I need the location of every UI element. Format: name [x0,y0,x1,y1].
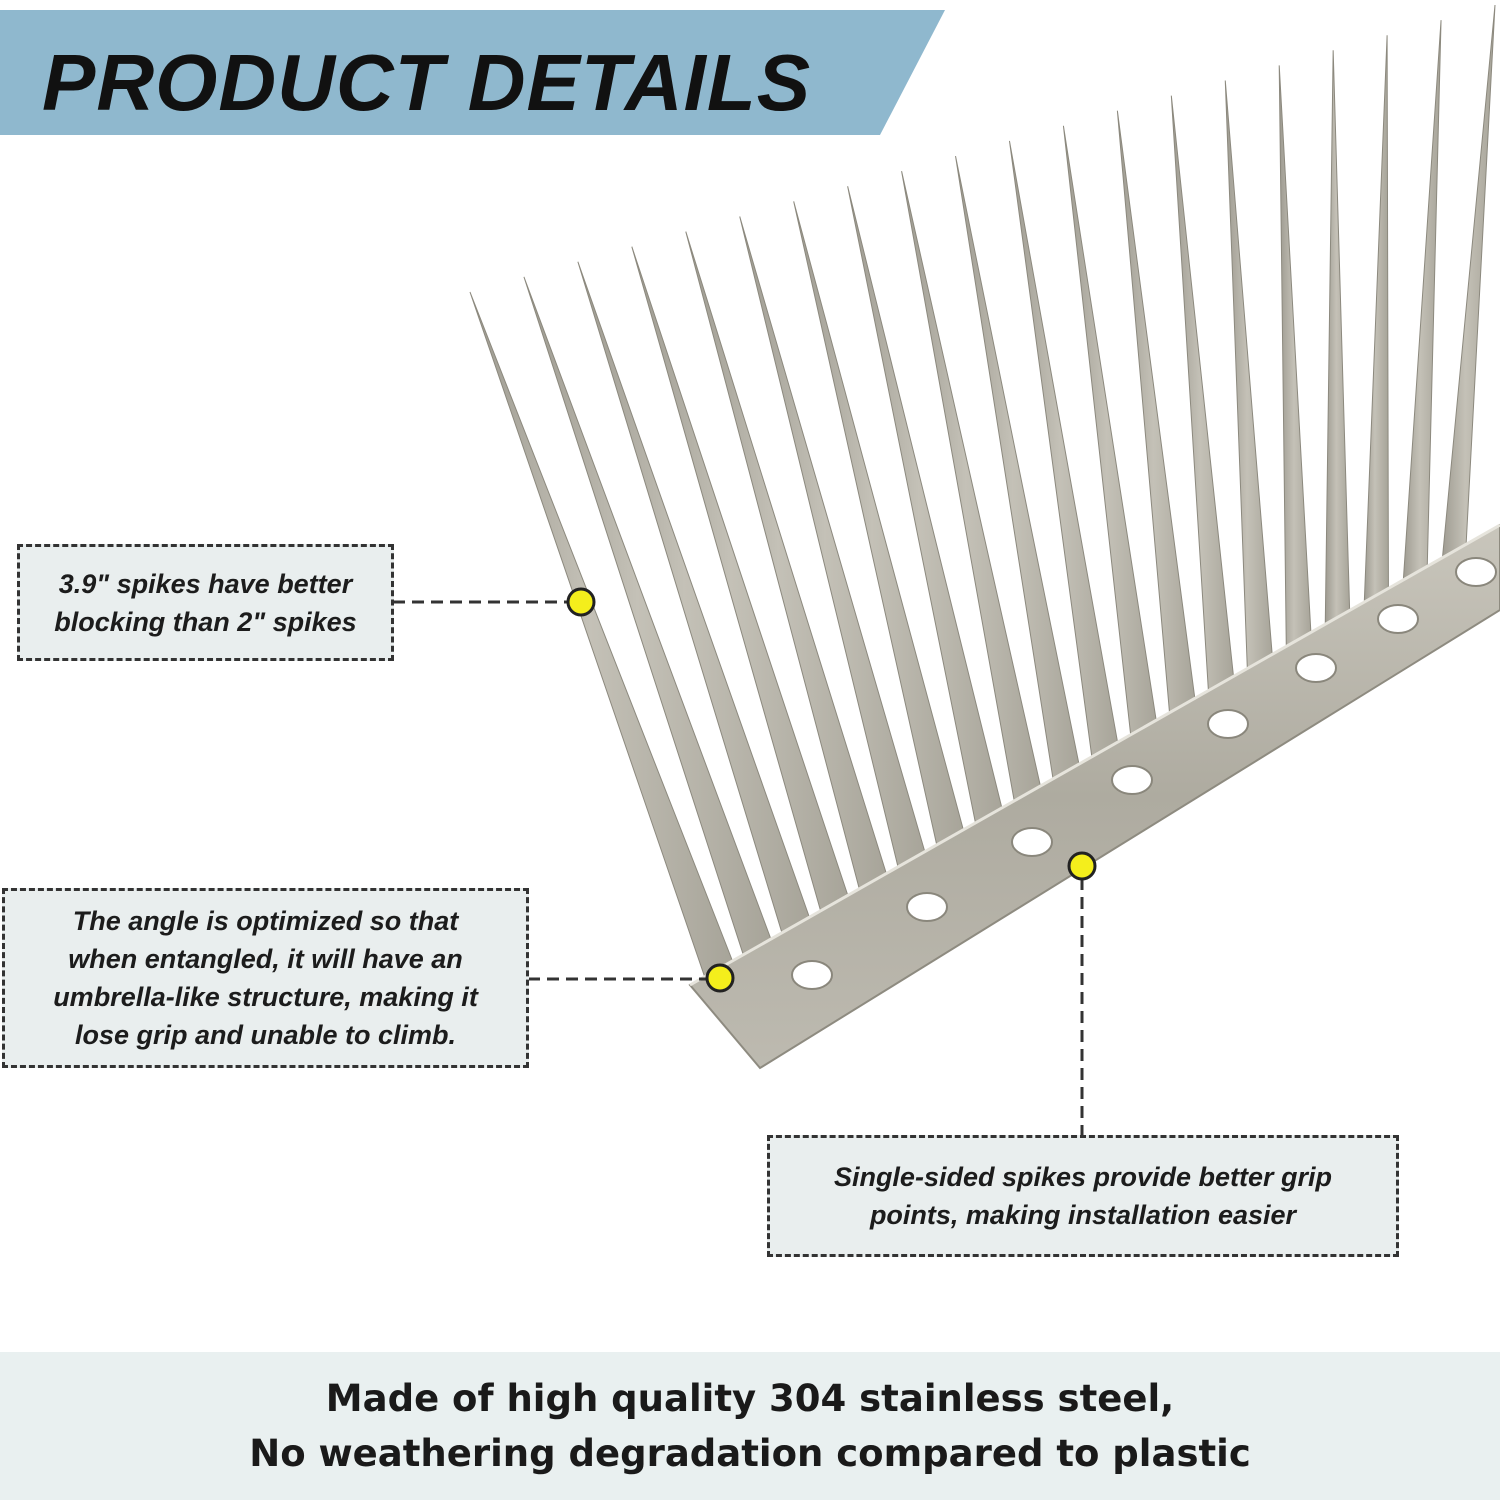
spike [1440,4,1496,574]
mounting-hole [1455,557,1497,587]
callout-line: umbrella-like structure, making it [53,982,478,1012]
mounting-hole [791,960,833,990]
mounting-hole [1207,709,1249,739]
mounting-hole [1011,827,1053,857]
callout-line: Single-sided spikes provide better grip [833,1162,1333,1192]
footer-line: No weathering degradation compared to pl… [249,1432,1251,1475]
callout-line: 3.9" spikes have better [58,568,353,599]
header-banner-shape [0,10,945,135]
callout-line: points, making installation easier [869,1200,1297,1230]
spike [1224,80,1275,682]
callout-angle: The angle is optimized so that when enta… [2,888,529,1068]
callout-line: blocking than 2" spikes [54,606,357,637]
callout-line: lose grip and unable to climb. [74,1020,457,1050]
mounting-hole [1295,653,1337,683]
mounting-hole [1111,765,1153,795]
footer-band: Made of high quality 304 stainless steel… [0,1352,1500,1500]
callout-spike-length: 3.9" spikes have better blocking than 2"… [17,544,394,661]
header-banner: PRODUCT DETAILS [0,10,945,135]
mounting-hole-group [791,557,1497,990]
spike [1363,35,1389,617]
spike [1278,65,1313,660]
callout-line: when entangled, it will have an [68,944,463,974]
page-title: PRODUCT DETAILS [42,38,812,127]
spike [1324,50,1351,639]
spike [1401,20,1442,596]
callout-line: The angle is optimized so that [72,906,459,936]
mounting-hole [1377,604,1419,634]
callout-single-sided: Single-sided spikes provide better grip … [767,1135,1399,1257]
spike-group [469,4,1496,984]
footer-line: Made of high quality 304 stainless steel… [325,1377,1175,1420]
mounting-hole [906,892,948,922]
spike-strip-base-edge [689,523,1500,987]
